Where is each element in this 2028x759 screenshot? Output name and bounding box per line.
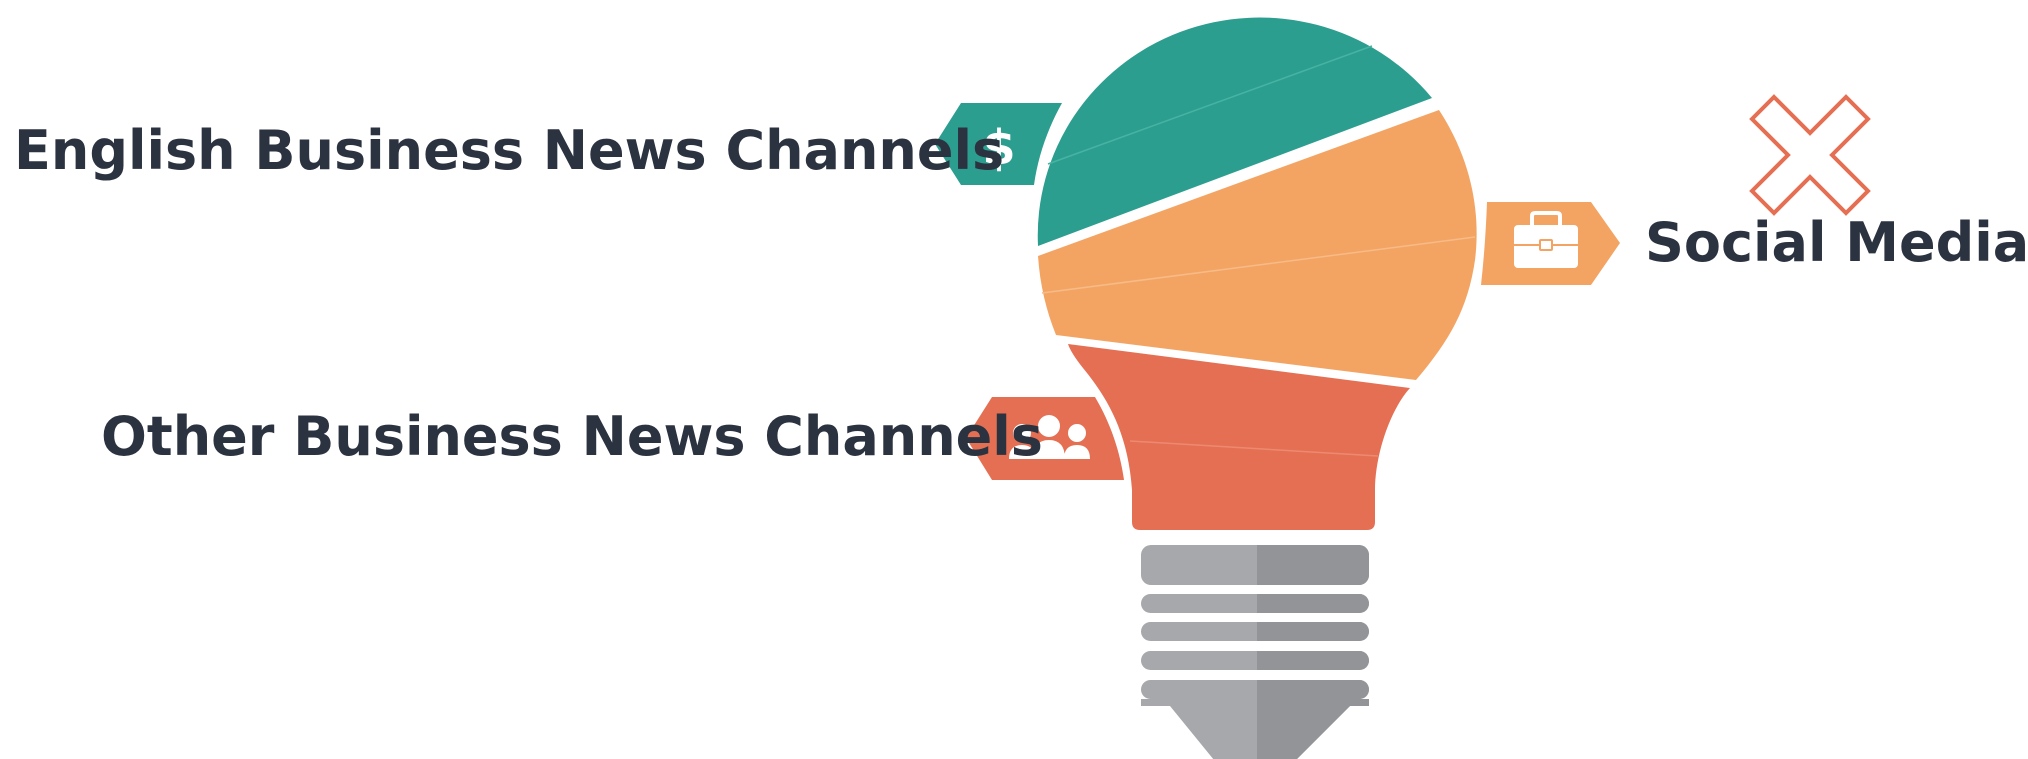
tag-english: $ <box>935 103 1062 185</box>
tag-social <box>1481 202 1620 285</box>
dollar-icon: $ <box>982 120 1015 176</box>
bulb-screw-base <box>1141 545 1369 759</box>
people-group-icon <box>1009 415 1090 459</box>
cross-icon <box>1749 94 1871 216</box>
briefcase-icon <box>1514 211 1578 268</box>
english-business-news-label: English Business News Channels <box>14 119 1005 182</box>
social-media-label: Social Media* <box>1645 211 2028 274</box>
tag-other <box>966 397 1124 480</box>
bulb-segment-red <box>1068 344 1410 530</box>
other-business-news-label: Other Business News Channels <box>101 405 1043 468</box>
bulb-segment-teal <box>1037 17 1432 247</box>
bulb-segment-orange <box>1038 110 1477 380</box>
